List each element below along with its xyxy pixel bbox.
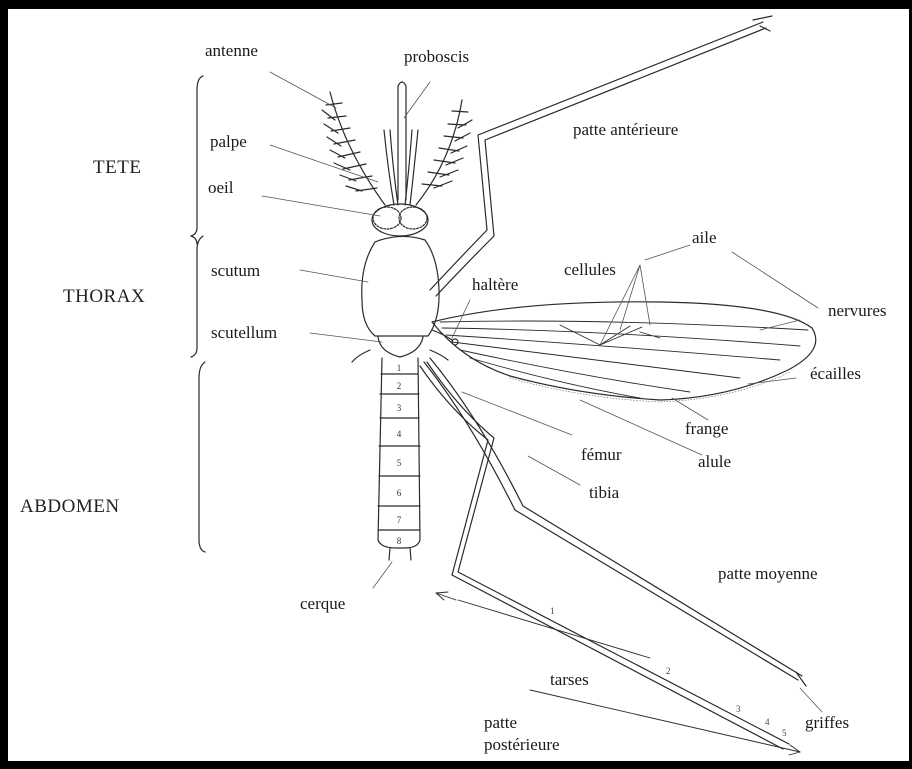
label-patte-posterieure-line2: postérieure (484, 736, 560, 753)
label-haltere: haltère (472, 276, 518, 293)
leader-aile-nervures (732, 252, 818, 308)
leader-scutum (300, 270, 368, 282)
leader-cerque (373, 562, 392, 588)
cerci-shape (389, 548, 411, 560)
tarses-arrow-lower (530, 690, 800, 752)
abdomen-segment-number: 3 (397, 403, 402, 413)
scutellum-shape (378, 337, 423, 357)
abdomen-segment-number: 5 (397, 458, 402, 468)
right-antenna (416, 100, 472, 205)
abdomen-segment-number: 1 (397, 363, 402, 373)
front-leg (430, 22, 766, 296)
label-proboscis: proboscis (404, 48, 469, 65)
label-cerque: cerque (300, 595, 345, 612)
tarsus-segment-number: 3 (736, 704, 741, 714)
tarsus-segment-number: 4 (765, 717, 770, 727)
label-patte-posterieure-line1: patte (484, 714, 517, 731)
leader-oeil (262, 196, 380, 216)
leader-antenne (270, 72, 336, 108)
label-scutum: scutum (211, 262, 260, 279)
leader-tibia (528, 456, 580, 485)
abdomen-segment-number: 4 (397, 429, 402, 439)
label-scutellum: scutellum (211, 324, 277, 341)
abdomen-segment-number: 2 (397, 381, 402, 391)
tarsus-segment-number: 2 (666, 666, 671, 676)
region-label-head: TETE (93, 158, 141, 177)
wing-veins (440, 321, 808, 398)
tarses-arrow-upper (436, 593, 650, 658)
left-palp (384, 130, 398, 205)
abdomen-brace (199, 362, 205, 552)
leader-proboscis (404, 82, 430, 118)
head-shape (372, 204, 428, 236)
label-frange: frange (685, 420, 728, 437)
tarsus-segment-number: 5 (782, 728, 787, 738)
abdomen-segment-number: 8 (397, 536, 402, 546)
label-cellules: cellules (564, 261, 616, 278)
label-patte-anterieure: patte antérieure (573, 121, 678, 138)
leader-aile-cellules (645, 245, 690, 260)
proboscis-shape (398, 82, 406, 200)
leader-scutellum (310, 333, 382, 342)
thorax-brace (191, 236, 203, 357)
label-patte-moyenne: patte moyenne (718, 565, 818, 582)
leader-ecailles (748, 378, 796, 384)
label-oeil: oeil (208, 179, 234, 196)
region-label-thorax: THORAX (63, 287, 145, 306)
label-tibia: tibia (589, 484, 619, 501)
right-palp (405, 130, 418, 205)
abdomen-segment-number: 6 (397, 488, 402, 498)
head-brace (191, 76, 203, 244)
label-palpe: palpe (210, 133, 247, 150)
tarsus-segment-number: 1 (550, 606, 555, 616)
label-griffes: griffes (805, 714, 849, 731)
label-femur: fémur (581, 446, 622, 463)
label-antenne: antenne (205, 42, 258, 59)
region-label-abdomen: ABDOMEN (20, 497, 120, 516)
leader-femur (462, 392, 572, 435)
leader-frange (672, 398, 708, 420)
left-antenna (322, 92, 385, 205)
leader-palpe (270, 145, 378, 182)
label-tarses: tarses (550, 671, 589, 688)
scutum-shape (362, 236, 439, 336)
leader-haltere (452, 300, 470, 338)
thorax-side (352, 350, 448, 362)
abdomen-segment-numbers: 1 2 3 4 5 6 7 8 (397, 363, 402, 546)
label-aile: aile (692, 229, 717, 246)
label-alule: alule (698, 453, 731, 470)
label-nervures: nervures (828, 302, 887, 319)
label-ecailles: écailles (810, 365, 861, 382)
abdomen-segment-lines (378, 374, 420, 530)
wing-fringe (510, 372, 790, 402)
leader-griffes (800, 688, 822, 712)
middle-leg (424, 358, 802, 680)
abdomen-segment-number: 7 (397, 515, 402, 525)
